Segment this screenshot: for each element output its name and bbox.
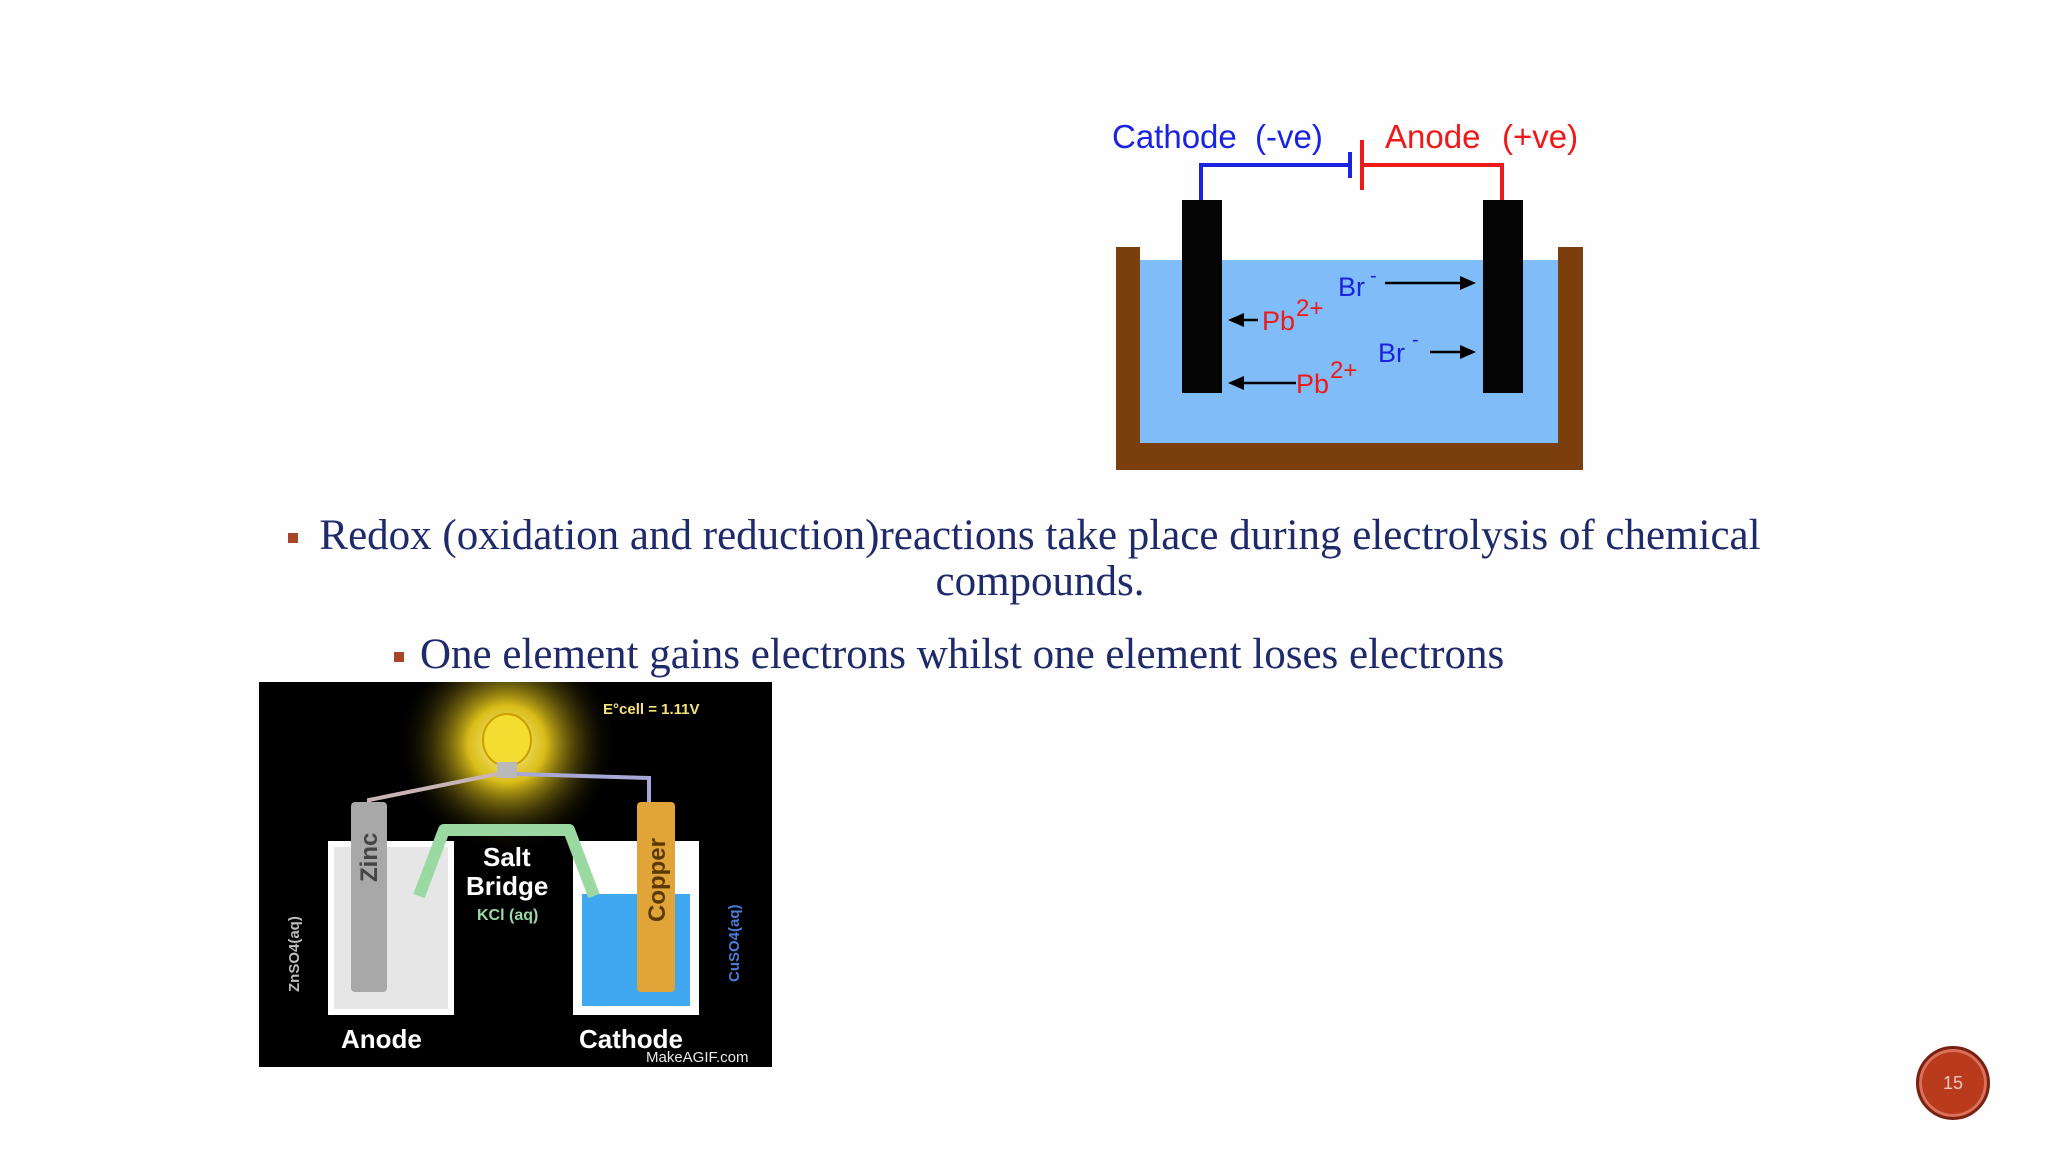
copper-electrode [637,802,675,992]
bullet-redox-text: Redox (oxidation and reduction)reactions… [319,512,1761,605]
cathode-sign: (-ve) [1255,118,1323,155]
br-ion-upper: Br [1338,272,1365,302]
salt-bridge-label-1: Salt [483,842,531,872]
pb-ion-upper: Pb [1262,306,1295,336]
watermark: MakeAGIF.com [646,1049,749,1066]
ecell-label: E°cell = 1.11V [603,701,700,718]
anode-electrode [1483,200,1523,393]
br-charge-lower: - [1412,329,1419,351]
salt-bridge-label-2: Bridge [466,871,548,901]
cathode-label: Cathode [579,1024,683,1054]
zinc-electrode [351,802,387,992]
electrolysis-diagram: Cathode (-ve) Anode (+ve) Br - Pb 2+ Br … [1100,110,1600,480]
salt-bridge [413,824,600,899]
wire-right [516,772,651,806]
pb-charge-lower: 2+ [1330,357,1357,384]
right-solution-label: CuSO4(aq) [726,904,743,982]
cathode-label: Cathode [1112,118,1237,155]
slide-number: 15 [1942,1072,1964,1093]
zinc-label: Zinc [356,833,383,882]
br-ion-lower: Br [1378,338,1405,368]
br-charge-upper: - [1370,265,1377,287]
copper-label: Copper [644,838,671,922]
cathode-electrode [1182,200,1222,393]
bullet-marker [288,533,298,543]
galvanic-cell-image: E°cell = 1.11V Zinc Copper Salt Bridge K… [259,682,772,1067]
left-solution-label: ZnSO4(aq) [286,916,303,992]
anode-sign: (+ve) [1502,118,1578,155]
cathode-wire [1199,163,1350,200]
pb-ion-lower: Pb [1296,369,1329,399]
bullet-redox: Redox (oxidation and reduction)reactions… [288,512,1780,605]
slide-number-badge: 15 [1916,1046,1990,1120]
anode-label: Anode [1385,118,1480,155]
bullet-electrons: One element gains electrons whilst one e… [394,631,1505,678]
lightbulb-icon [482,713,532,767]
salt-bridge-solution: KCl (aq) [477,907,538,924]
container [1116,247,1583,470]
pb-charge-upper: 2+ [1296,295,1323,322]
bullet-electrons-text: One element gains electrons whilst one e… [420,631,1505,678]
anode-wire [1362,163,1504,200]
bullet-marker [394,652,404,662]
anode-label: Anode [341,1024,422,1054]
